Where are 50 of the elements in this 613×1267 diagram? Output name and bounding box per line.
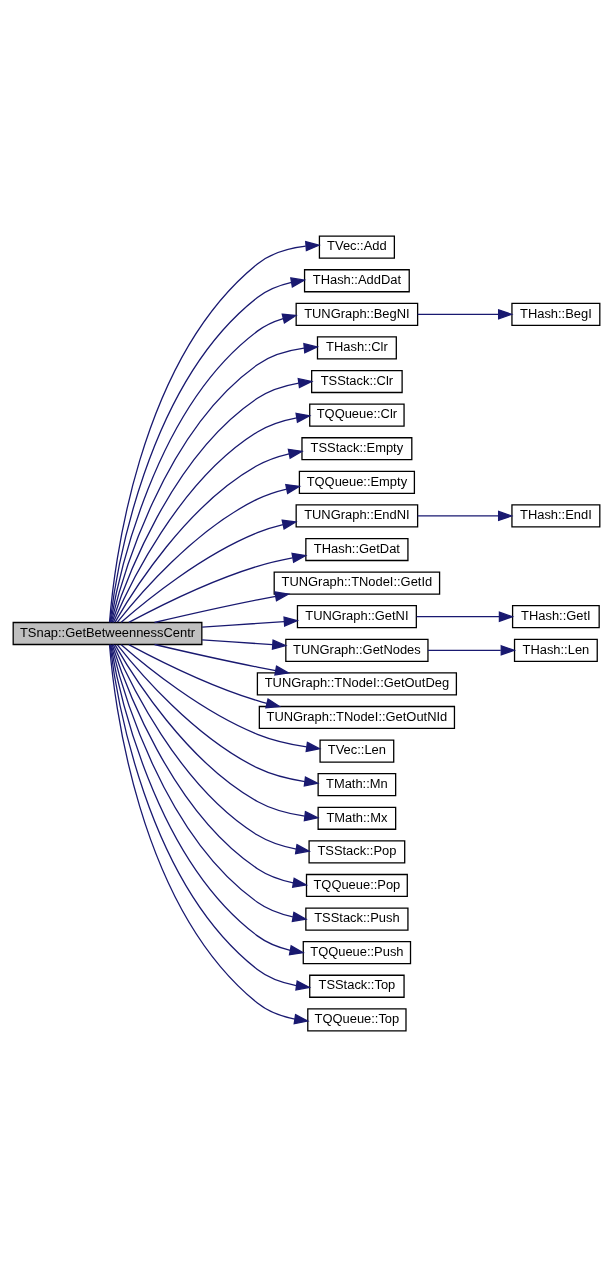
arrow xyxy=(120,519,298,623)
arrow xyxy=(153,591,291,624)
arrow xyxy=(128,552,308,624)
arrow xyxy=(112,643,311,855)
arrow xyxy=(417,510,514,522)
node-box: TSStack::Push xyxy=(305,907,409,931)
node-box: THash::GetDat xyxy=(305,537,409,562)
arrow xyxy=(427,644,517,656)
node-box: THash::EndI xyxy=(511,504,601,528)
arrow xyxy=(112,412,312,624)
node-box: TUNGraph::GetNI xyxy=(296,605,417,629)
arrow xyxy=(128,643,282,709)
node-box: TSStack::Pop xyxy=(308,840,406,864)
node-box: TUNGraph::EndNI xyxy=(295,504,419,528)
node-box: TQQueue::Pop xyxy=(305,873,408,898)
node-box: THash::Len xyxy=(513,638,598,662)
node-box: TUNGraph::TNodeI::GetOutNId xyxy=(258,705,456,730)
arrow xyxy=(415,611,515,623)
arrow xyxy=(417,308,514,320)
node-box: THash::GetI xyxy=(511,605,600,629)
arrow xyxy=(114,644,320,822)
arrow xyxy=(116,644,320,787)
node-box: TSStack::Empty xyxy=(301,437,413,461)
node-box: TSStack::Clr xyxy=(311,369,403,394)
arrow xyxy=(110,342,320,623)
node-box: THash::Clr xyxy=(316,336,397,360)
node-box: TVec::Len xyxy=(319,739,395,763)
node-box: TMath::Mx xyxy=(317,806,397,830)
arrow xyxy=(120,644,322,753)
arrow xyxy=(108,240,321,623)
node-box: TMath::Mn xyxy=(317,773,397,797)
node-box: TQQueue::Clr xyxy=(309,403,405,427)
node-box: THash::BegI xyxy=(511,302,601,326)
node-box: TSStack::Top xyxy=(309,974,405,998)
node-box: TUNGraph::TNodeI::GetOutDeg xyxy=(256,672,458,696)
node-box: TQQueue::Top xyxy=(307,1008,407,1032)
node-box: TQQueue::Empty xyxy=(298,470,416,494)
node-box: TUNGraph::TNodeI::GetId xyxy=(273,571,441,595)
arrow xyxy=(111,377,314,623)
node-box: THash::AddDat xyxy=(303,269,410,293)
arrow xyxy=(114,448,304,623)
node-box: TSnap::GetBetweennessCentr xyxy=(12,621,203,646)
node-box: TUNGraph::GetNodes xyxy=(285,638,429,662)
arrow xyxy=(153,643,291,676)
arrow xyxy=(116,483,302,623)
node-box: TUNGraph::BegNI xyxy=(295,302,419,326)
node-box: TVec::Add xyxy=(318,235,395,259)
arrow xyxy=(201,639,288,651)
arrow xyxy=(201,616,300,628)
node-box: TQQueue::Push xyxy=(302,941,412,965)
